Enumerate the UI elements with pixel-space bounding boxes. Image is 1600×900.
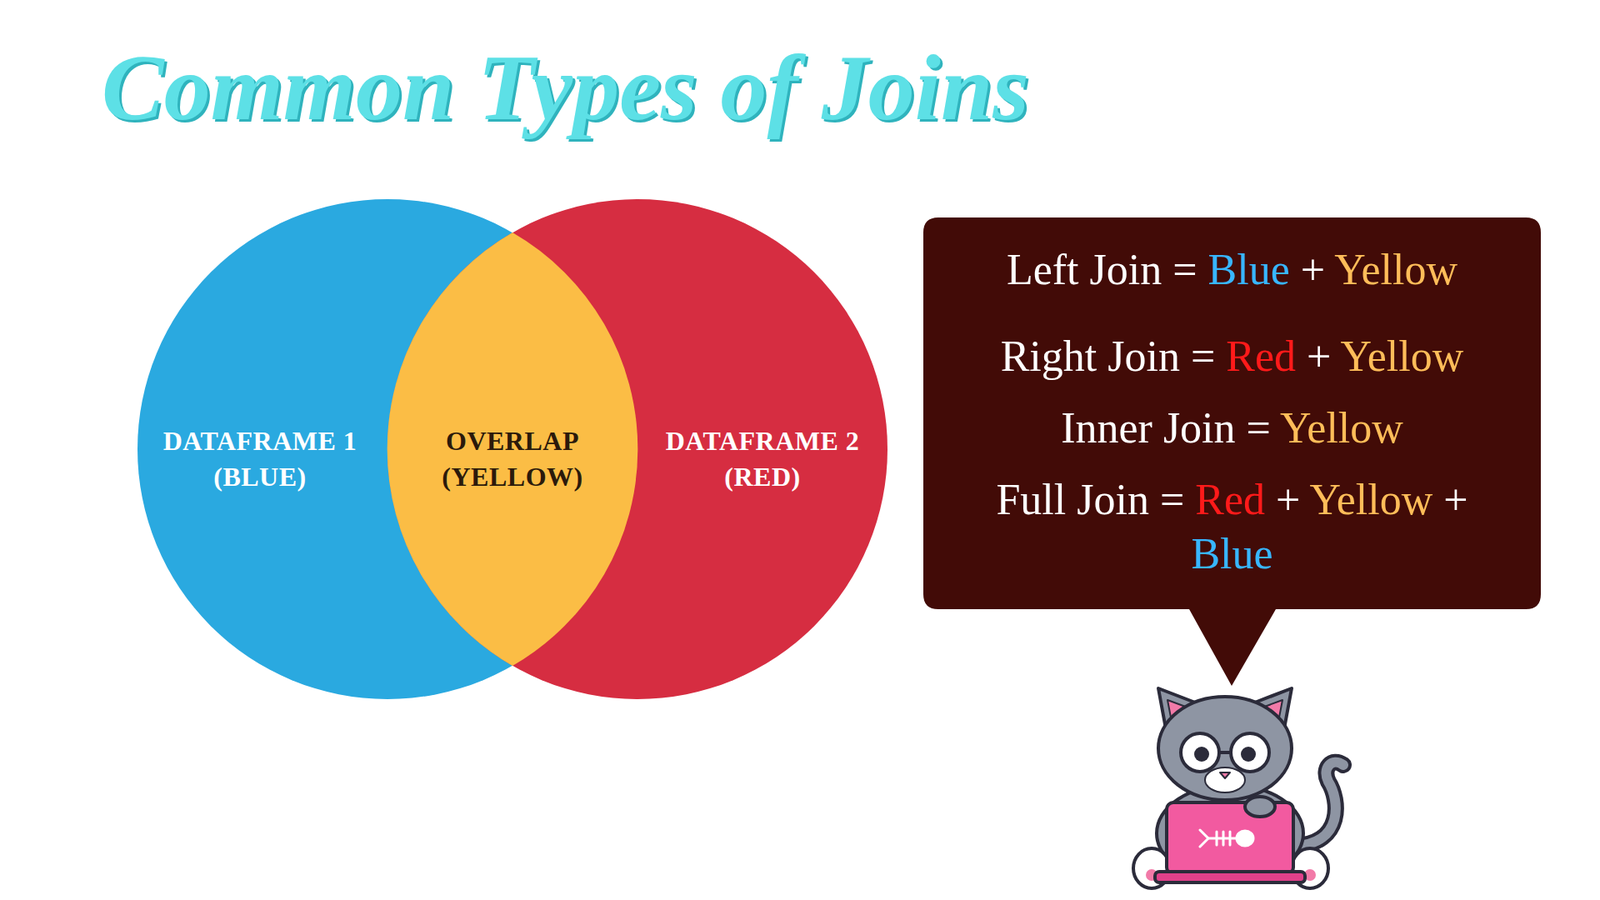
- join-rule: Left Join = Blue + Yellow: [956, 242, 1508, 297]
- cat-figure: [1133, 688, 1344, 889]
- speech-bubble: Left Join = Blue + YellowRight Join = Re…: [923, 217, 1541, 610]
- region-label: DATAFRAME 2 (RED): [641, 423, 884, 495]
- diagram-title: Common Types of Joins: [101, 31, 1030, 144]
- join-rule: Full Join = Red + Yellow + Blue: [956, 472, 1508, 581]
- circle-shape: [387, 199, 888, 700]
- overlap-region: OVERLAP (YELLOW): [387, 232, 638, 666]
- join-rule: Right Join = Red + Yellow: [956, 329, 1508, 384]
- bubble-shape: [923, 217, 1541, 686]
- join-rule: Inner Join = Yellow: [956, 400, 1508, 455]
- region-label: DATAFRAME 1 (BLUE): [139, 423, 381, 495]
- region-label: OVERLAP (YELLOW): [412, 423, 613, 495]
- circle-shape: [137, 199, 638, 700]
